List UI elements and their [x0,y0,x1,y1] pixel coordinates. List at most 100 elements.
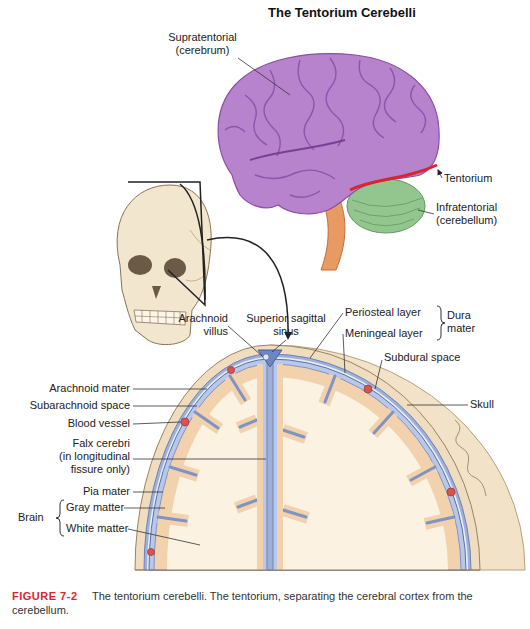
sulcus [230,376,245,400]
part-label: Dura mater [447,309,487,335]
part-label: Periosteal layer [345,306,421,319]
section-cut [135,570,480,571]
tentorium [350,165,437,190]
leader-line [407,405,468,406]
figure-number: FIGURE 7-2 [12,590,78,603]
sulcus [158,376,454,524]
sulcus [283,510,306,517]
gray-matter [154,364,461,570]
section-cut [135,570,480,571]
leader-line [133,406,197,407]
blood-vessel [181,418,189,426]
leader-line [418,210,434,214]
part-label: Blood vessel [68,417,130,430]
sulcus [427,517,454,523]
superior-sagittal-sinus [258,350,282,367]
skull-drawing [128,255,152,275]
cerebrum [384,68,396,122]
sulcus [195,412,220,429]
part-label: Tentorium [444,172,492,185]
blood-vessel [228,367,235,374]
leader-line [124,313,468,545]
part-label: Arachnoid villus [158,312,228,338]
leader-line [438,170,442,178]
sulcus [230,376,246,402]
figure-title: The Tentorium Cerebelli [268,5,416,20]
part-label: Gray matter [66,501,124,514]
sulcus [170,467,198,476]
blood-vessel [364,385,372,393]
skull-section [135,345,480,570]
blood-vessel [148,367,456,556]
leader-line [272,340,286,352]
arachnoid-mater [149,359,466,570]
cerebellum [354,208,420,217]
sulcus [238,420,257,428]
part-label: Pia mater [83,485,130,498]
superior-sagittal-sinus [258,350,282,367]
part-label: Meningeal layer [345,327,423,340]
sulcus [158,517,188,521]
cerebrum [298,60,314,150]
skull-drawing [134,310,186,325]
leader-line [133,389,207,390]
sulcus [195,412,218,428]
blood-vessel [148,549,155,556]
part-label: Arachnoid mater [49,382,130,395]
cerebellum [352,198,422,207]
leader-line [133,422,181,424]
sulcus [411,467,435,480]
sulcus [240,420,257,427]
cut-plane [180,184,205,300]
sulcus [158,376,454,524]
cerebrum [359,60,384,138]
cerebrum [290,191,320,197]
cerebrum [218,54,439,214]
sulcus [425,517,454,524]
cerebrum [225,126,245,132]
tentorium [350,165,437,190]
leader-line [133,459,266,460]
skull-section [135,345,480,570]
blood-vessel [447,488,455,496]
sulcus [324,376,335,404]
cerebrum [218,54,439,214]
superior-sagittal-sinus [263,354,269,360]
cerebrum [250,140,345,160]
cerebrum [411,85,426,133]
dura-mater [144,354,471,570]
arachnoid-mater [149,359,466,570]
sulcus [409,467,435,481]
sulcus [283,430,304,437]
sulcus [325,376,335,402]
falx-cerebri [267,357,273,570]
sulcus [158,376,454,523]
leader-line [133,492,163,493]
leader-line [238,58,290,95]
sulcus [158,517,186,521]
sulcus [283,510,308,518]
skull-drawing [164,258,186,278]
leader-line [124,508,165,509]
leader-line [128,529,200,545]
cerebellum [360,219,414,226]
part-label: Falx cerebri (in longitudinal fissure on… [58,437,130,476]
leader-line [343,334,345,373]
sulcus [170,467,196,475]
cerebrum [245,95,267,145]
sulcus [373,412,393,434]
sulcus [238,500,257,507]
skull-drawing [135,310,186,324]
gray-matter [154,364,461,570]
figure-caption: The tentorium cerebelli. The tentorium, … [12,589,518,617]
leader-line [238,58,442,214]
sulcus [236,500,257,508]
part-label: Superior sagittal sinus [245,312,327,338]
part-label: Supratentorial (cerebrum) [150,31,255,57]
bracket [56,500,64,536]
part-label: Subdural space [384,351,460,364]
cut-plane [128,182,205,305]
part-label: White matter [66,522,128,535]
part-label: Skull [470,398,494,411]
cut-plane [128,182,205,305]
